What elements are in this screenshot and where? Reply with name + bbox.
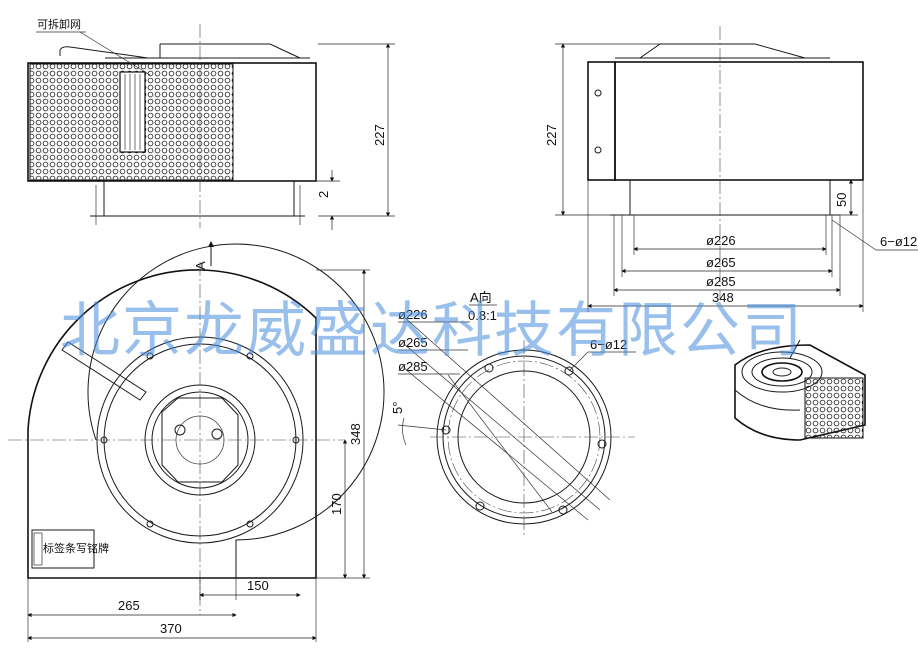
side-d265-dim: ø265	[706, 255, 736, 270]
front-gap-dim: 2	[316, 191, 331, 198]
side-holes-label: 6−ø12	[880, 234, 917, 249]
arrow-a-label: A	[193, 261, 208, 270]
side-top-cap	[638, 43, 806, 59]
view-a-scale: 0.8:1	[468, 308, 497, 323]
top-view	[8, 243, 385, 642]
iso-housing	[734, 344, 866, 441]
view-a-d285: ø285	[398, 359, 428, 374]
side-housing	[614, 61, 864, 181]
top-scroll	[87, 243, 385, 578]
front-height-dim: 227	[372, 124, 387, 146]
nameplate-label: 标签条写铭牌	[43, 541, 109, 555]
front-top-cap	[159, 43, 301, 59]
top-370-dim: 370	[160, 621, 182, 636]
iso-view	[734, 339, 866, 441]
view-a	[397, 304, 636, 535]
top-265-dim: 265	[118, 598, 140, 613]
view-a-title: A向	[470, 290, 492, 305]
side-d226-dim: ø226	[706, 233, 736, 248]
front-view	[27, 24, 395, 266]
view-a-d265: ø265	[398, 335, 428, 350]
side-base-dim: 50	[834, 193, 849, 207]
view-a-d226: ø226	[398, 307, 428, 322]
nameplate-box	[31, 529, 95, 569]
front-base	[103, 180, 295, 217]
view-a-angle: 5°	[390, 402, 405, 414]
mounting-hole	[564, 366, 574, 376]
view-a-holes: 6−ø12	[590, 337, 627, 352]
side-height-dim: 227	[544, 124, 559, 146]
top-170-dim: 170	[329, 493, 344, 515]
side-view	[555, 26, 918, 312]
top-150-dim: 150	[247, 578, 269, 593]
top-handle	[61, 341, 147, 401]
top-housing-outline	[27, 269, 317, 579]
top-348-dim: 348	[348, 423, 363, 445]
front-handle	[59, 46, 149, 59]
removable-mesh-label: 可拆卸网	[37, 17, 81, 31]
side-base	[629, 179, 831, 216]
side-width-dim: 348	[712, 290, 734, 305]
side-d285-dim: ø285	[706, 274, 736, 289]
